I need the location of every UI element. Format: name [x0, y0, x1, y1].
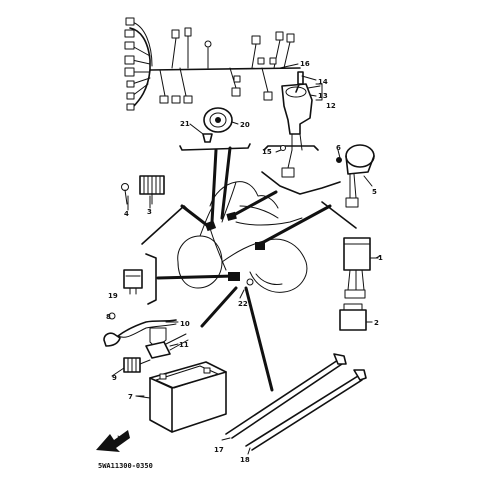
label-1: 1 [378, 254, 383, 262]
flasher-relay[interactable] [343, 237, 379, 299]
horn-bracket[interactable] [189, 123, 213, 143]
frame-target-regulator [204, 220, 217, 232]
label-15: 15 [262, 148, 272, 156]
label-10: 10 [180, 320, 190, 328]
starter-relay[interactable] [345, 144, 375, 208]
label-17: 17 [214, 446, 224, 454]
label-19: 19 [108, 292, 118, 300]
cable-leader-11 [169, 343, 179, 347]
horn[interactable] [203, 107, 239, 133]
pointer-lines [156, 146, 332, 392]
label-3: 3 [147, 208, 152, 216]
leader-lines [111, 85, 381, 397]
main-switch-leader-12 [315, 83, 323, 101]
label-16: 16 [300, 60, 310, 68]
main-switch-connector[interactable] [281, 149, 295, 178]
rectifier-regulator[interactable] [139, 175, 165, 205]
drawing-code: 5WA11300-0350 [98, 462, 153, 470]
wire-harness[interactable] [124, 17, 301, 111]
label-8: 8 [106, 313, 111, 321]
relay-group-bracket [261, 171, 341, 195]
label-5: 5 [372, 188, 377, 196]
label-21: 21 [180, 120, 190, 128]
label-7: 7 [128, 393, 133, 401]
cable-tie-long[interactable] [225, 353, 347, 439]
label-12: 12 [326, 102, 336, 110]
relay-bolt[interactable] [336, 157, 342, 163]
frame-target-ground [246, 278, 254, 286]
fuse-box[interactable] [123, 269, 143, 295]
label-4: 4 [124, 210, 129, 218]
battery[interactable] [135, 361, 227, 433]
flasher-relay-rubber[interactable] [339, 303, 373, 331]
tie-leader-17 [221, 437, 231, 441]
tie-leader-18 [247, 447, 251, 455]
battery-cable-positive[interactable] [145, 333, 189, 359]
main-switch-screw[interactable] [275, 145, 286, 153]
cable-tie-short[interactable] [245, 369, 367, 451]
label-13: 13 [318, 92, 328, 100]
label-11: 11 [179, 341, 189, 349]
battery-cable-negative[interactable] [103, 312, 177, 347]
relay-side-bracket [321, 201, 357, 229]
label-18: 18 [240, 456, 250, 464]
fuse-group-bracket [145, 253, 157, 305]
label-22: 22 [238, 300, 248, 308]
regulator-screw[interactable] [121, 183, 129, 205]
regulator-group-bracket [141, 205, 191, 245]
label-2: 2 [374, 319, 379, 327]
label-14: 14 [318, 78, 328, 86]
starter-relay-connector[interactable] [123, 357, 151, 373]
frame-target-relay-b [255, 242, 265, 250]
label-20: 20 [240, 121, 250, 129]
front-direction-arrow-icon [96, 430, 130, 452]
label-9: 9 [112, 374, 117, 382]
main-switch[interactable] [263, 71, 319, 151]
part-labels: 1 2 3 4 5 6 7 8 9 10 11 12 13 14 15 16 1… [98, 60, 383, 470]
label-6: 6 [336, 144, 341, 152]
